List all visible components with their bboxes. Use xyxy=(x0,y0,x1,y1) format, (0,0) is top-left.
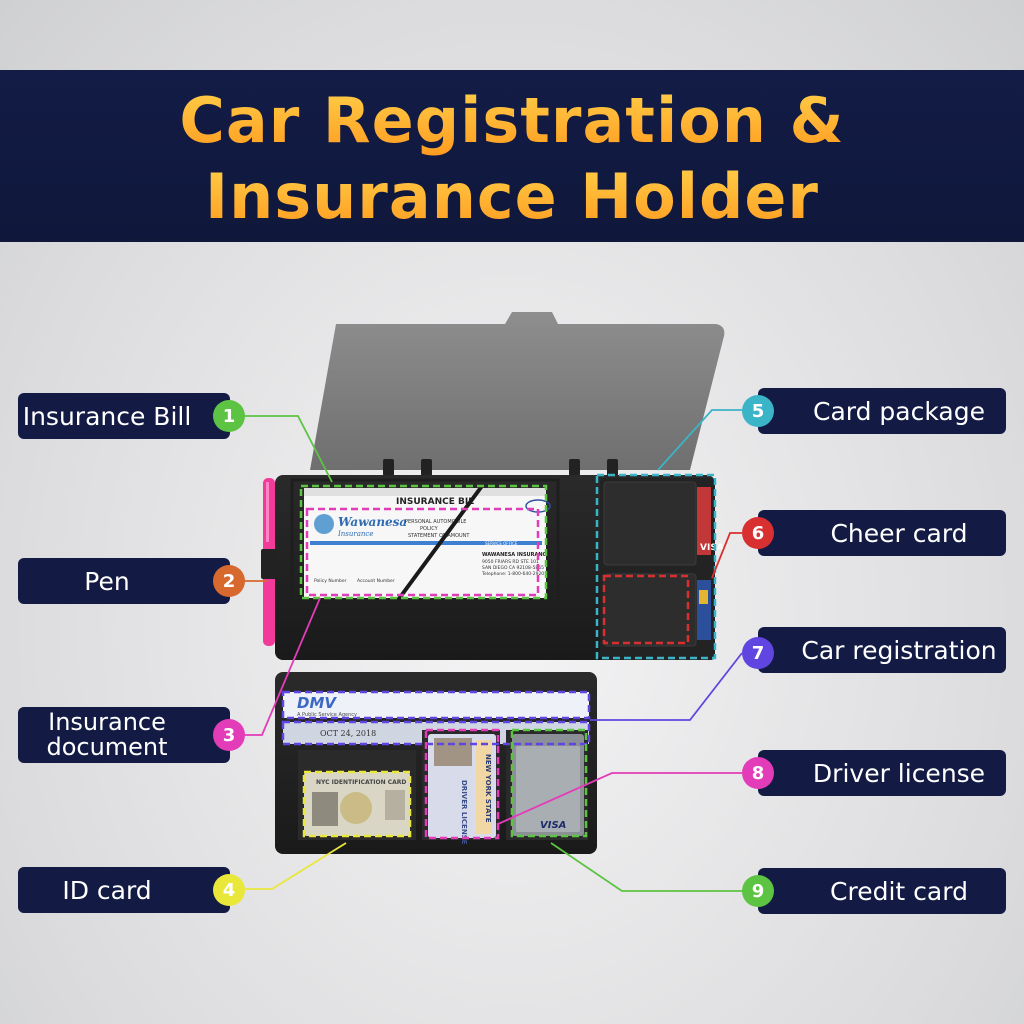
callout-number-4: 4 xyxy=(213,874,245,906)
svg-text:WAWANESA INSURANCE: WAWANESA INSURANCE xyxy=(482,552,550,558)
svg-text:Insurance: Insurance xyxy=(337,530,373,538)
svg-text:DRIVER LICENSE: DRIVER LICENSE xyxy=(460,780,468,845)
label-cheer-card: Cheer card xyxy=(758,510,1006,556)
box-car-registration-2 xyxy=(281,720,591,746)
svg-text:9050 FRIARS RD STE 101: 9050 FRIARS RD STE 101 xyxy=(482,559,539,565)
svg-text:Account Number: Account Number xyxy=(357,578,395,584)
svg-text:STATEMENT OF AMOUNT: STATEMENT OF AMOUNT xyxy=(408,533,470,539)
svg-text:A Public Service Agency: A Public Service Agency xyxy=(297,712,357,718)
callout-number-9: 9 xyxy=(742,875,774,907)
dmv-logo: DMV xyxy=(297,694,337,712)
page-title-line2: Insurance Holder xyxy=(0,160,1024,234)
box-insurance-document xyxy=(305,507,540,597)
box-cheer-card xyxy=(602,574,690,645)
elastic-strap xyxy=(396,484,484,602)
visor-clips xyxy=(383,459,618,476)
svg-text:PERSONAL AUTOMOBILE: PERSONAL AUTOMOBILE xyxy=(405,519,466,525)
label-insurance-bill: Insurance Bill xyxy=(18,393,230,439)
svg-text:NYC IDENTIFICATION CARD: NYC IDENTIFICATION CARD xyxy=(316,779,406,786)
red-card xyxy=(697,487,711,555)
label-credit-card: Credit card xyxy=(758,868,1006,914)
label-car-registration: Car registration xyxy=(758,627,1006,673)
svg-text:OCT 24, 2018: OCT 24, 2018 xyxy=(320,729,376,738)
label-card-package: Card package xyxy=(758,388,1006,434)
dmv-strip xyxy=(283,692,589,718)
visa-text-2: VISA xyxy=(540,820,566,831)
label-insurance-document: Insurance document xyxy=(18,707,230,763)
callout-number-5: 5 xyxy=(742,395,774,427)
callout-number-3: 3 xyxy=(213,719,245,751)
box-car-registration-1 xyxy=(281,690,591,720)
blue-card xyxy=(697,580,711,640)
box-card-package xyxy=(595,473,717,660)
page-title-line1: Car Registration & xyxy=(0,84,1024,158)
box-driver-license xyxy=(424,728,500,840)
title-banner xyxy=(0,70,1024,242)
svg-text:SAN DIEGO CA 92108-5865: SAN DIEGO CA 92108-5865 xyxy=(482,565,544,571)
callout-number-2: 2 xyxy=(213,565,245,597)
callout-number-1: 1 xyxy=(213,400,245,432)
svg-text:POLICY: POLICY xyxy=(420,526,439,532)
bill-brand: Wawanesa xyxy=(338,515,407,529)
box-credit-card xyxy=(510,728,588,838)
callout-number-7: 7 xyxy=(742,637,774,669)
box-id-card xyxy=(302,770,412,838)
svg-text:NEW YORK STATE: NEW YORK STATE xyxy=(484,754,492,823)
svg-text:Policy Number: Policy Number xyxy=(314,578,347,584)
box-insurance-bill xyxy=(299,484,548,600)
label-pen: Pen xyxy=(18,558,230,604)
svg-text:Telephone: 1-800-640-2920: Telephone: 1-800-640-2920 xyxy=(481,571,544,577)
callout-number-8: 8 xyxy=(742,757,774,789)
visor-flap xyxy=(310,312,725,470)
svg-text:SERVICE OFFICE: SERVICE OFFICE xyxy=(485,541,518,546)
bill-title: INSURANCE BIL xyxy=(396,497,474,507)
callout-number-6: 6 xyxy=(742,517,774,549)
label-driver-license: Driver license xyxy=(758,750,1006,796)
label-id-card: ID card xyxy=(18,867,230,913)
visa-text-1: VISA xyxy=(700,543,724,553)
